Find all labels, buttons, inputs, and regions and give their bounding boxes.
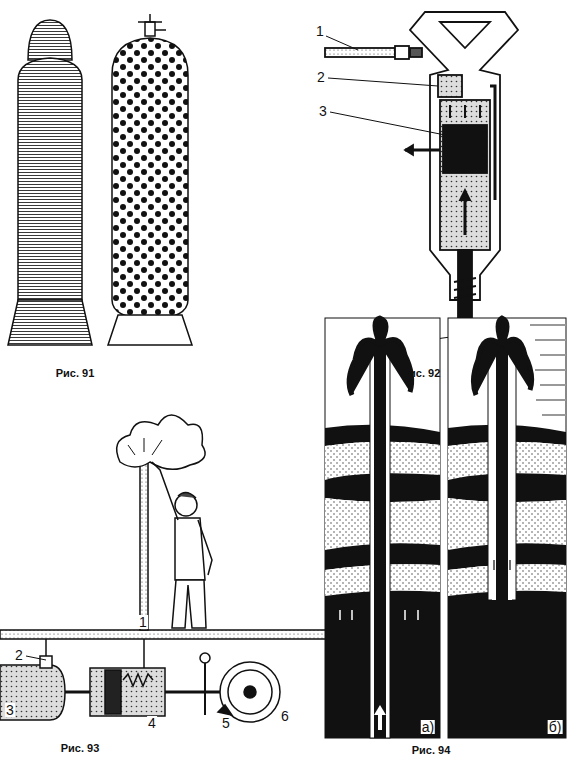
oil-well-a — [325, 318, 440, 738]
leader-lines — [26, 656, 46, 660]
oil-well-b — [448, 318, 566, 738]
figure-caption: Рис. 92 — [402, 368, 441, 379]
callout-number: 3 — [5, 703, 15, 717]
compressed-air-sprayer — [0, 415, 330, 722]
callout-number: 4 — [147, 716, 157, 730]
callout-number: 4 — [387, 339, 395, 353]
gas-cylinder-open — [108, 14, 192, 345]
callout-number: 6 — [280, 709, 290, 723]
panel-label: б) — [548, 720, 563, 734]
callout-number: 1 — [138, 615, 148, 629]
figure-caption: Рис. 94 — [412, 745, 451, 756]
leader-lines — [326, 36, 458, 344]
gas-cylinder-closed — [8, 20, 92, 345]
person — [152, 462, 212, 628]
callout-number: 5 — [221, 716, 231, 730]
callout-number: 2 — [15, 648, 23, 662]
figure-caption: Рис. 91 — [56, 368, 95, 379]
panel-label: а) — [421, 720, 435, 734]
callout-number: 2 — [317, 70, 325, 84]
figure-caption: Рис. 93 — [61, 743, 100, 754]
callout-number: 3 — [319, 104, 327, 118]
callout-number: 1 — [316, 24, 324, 38]
jackhammer — [325, 12, 518, 366]
